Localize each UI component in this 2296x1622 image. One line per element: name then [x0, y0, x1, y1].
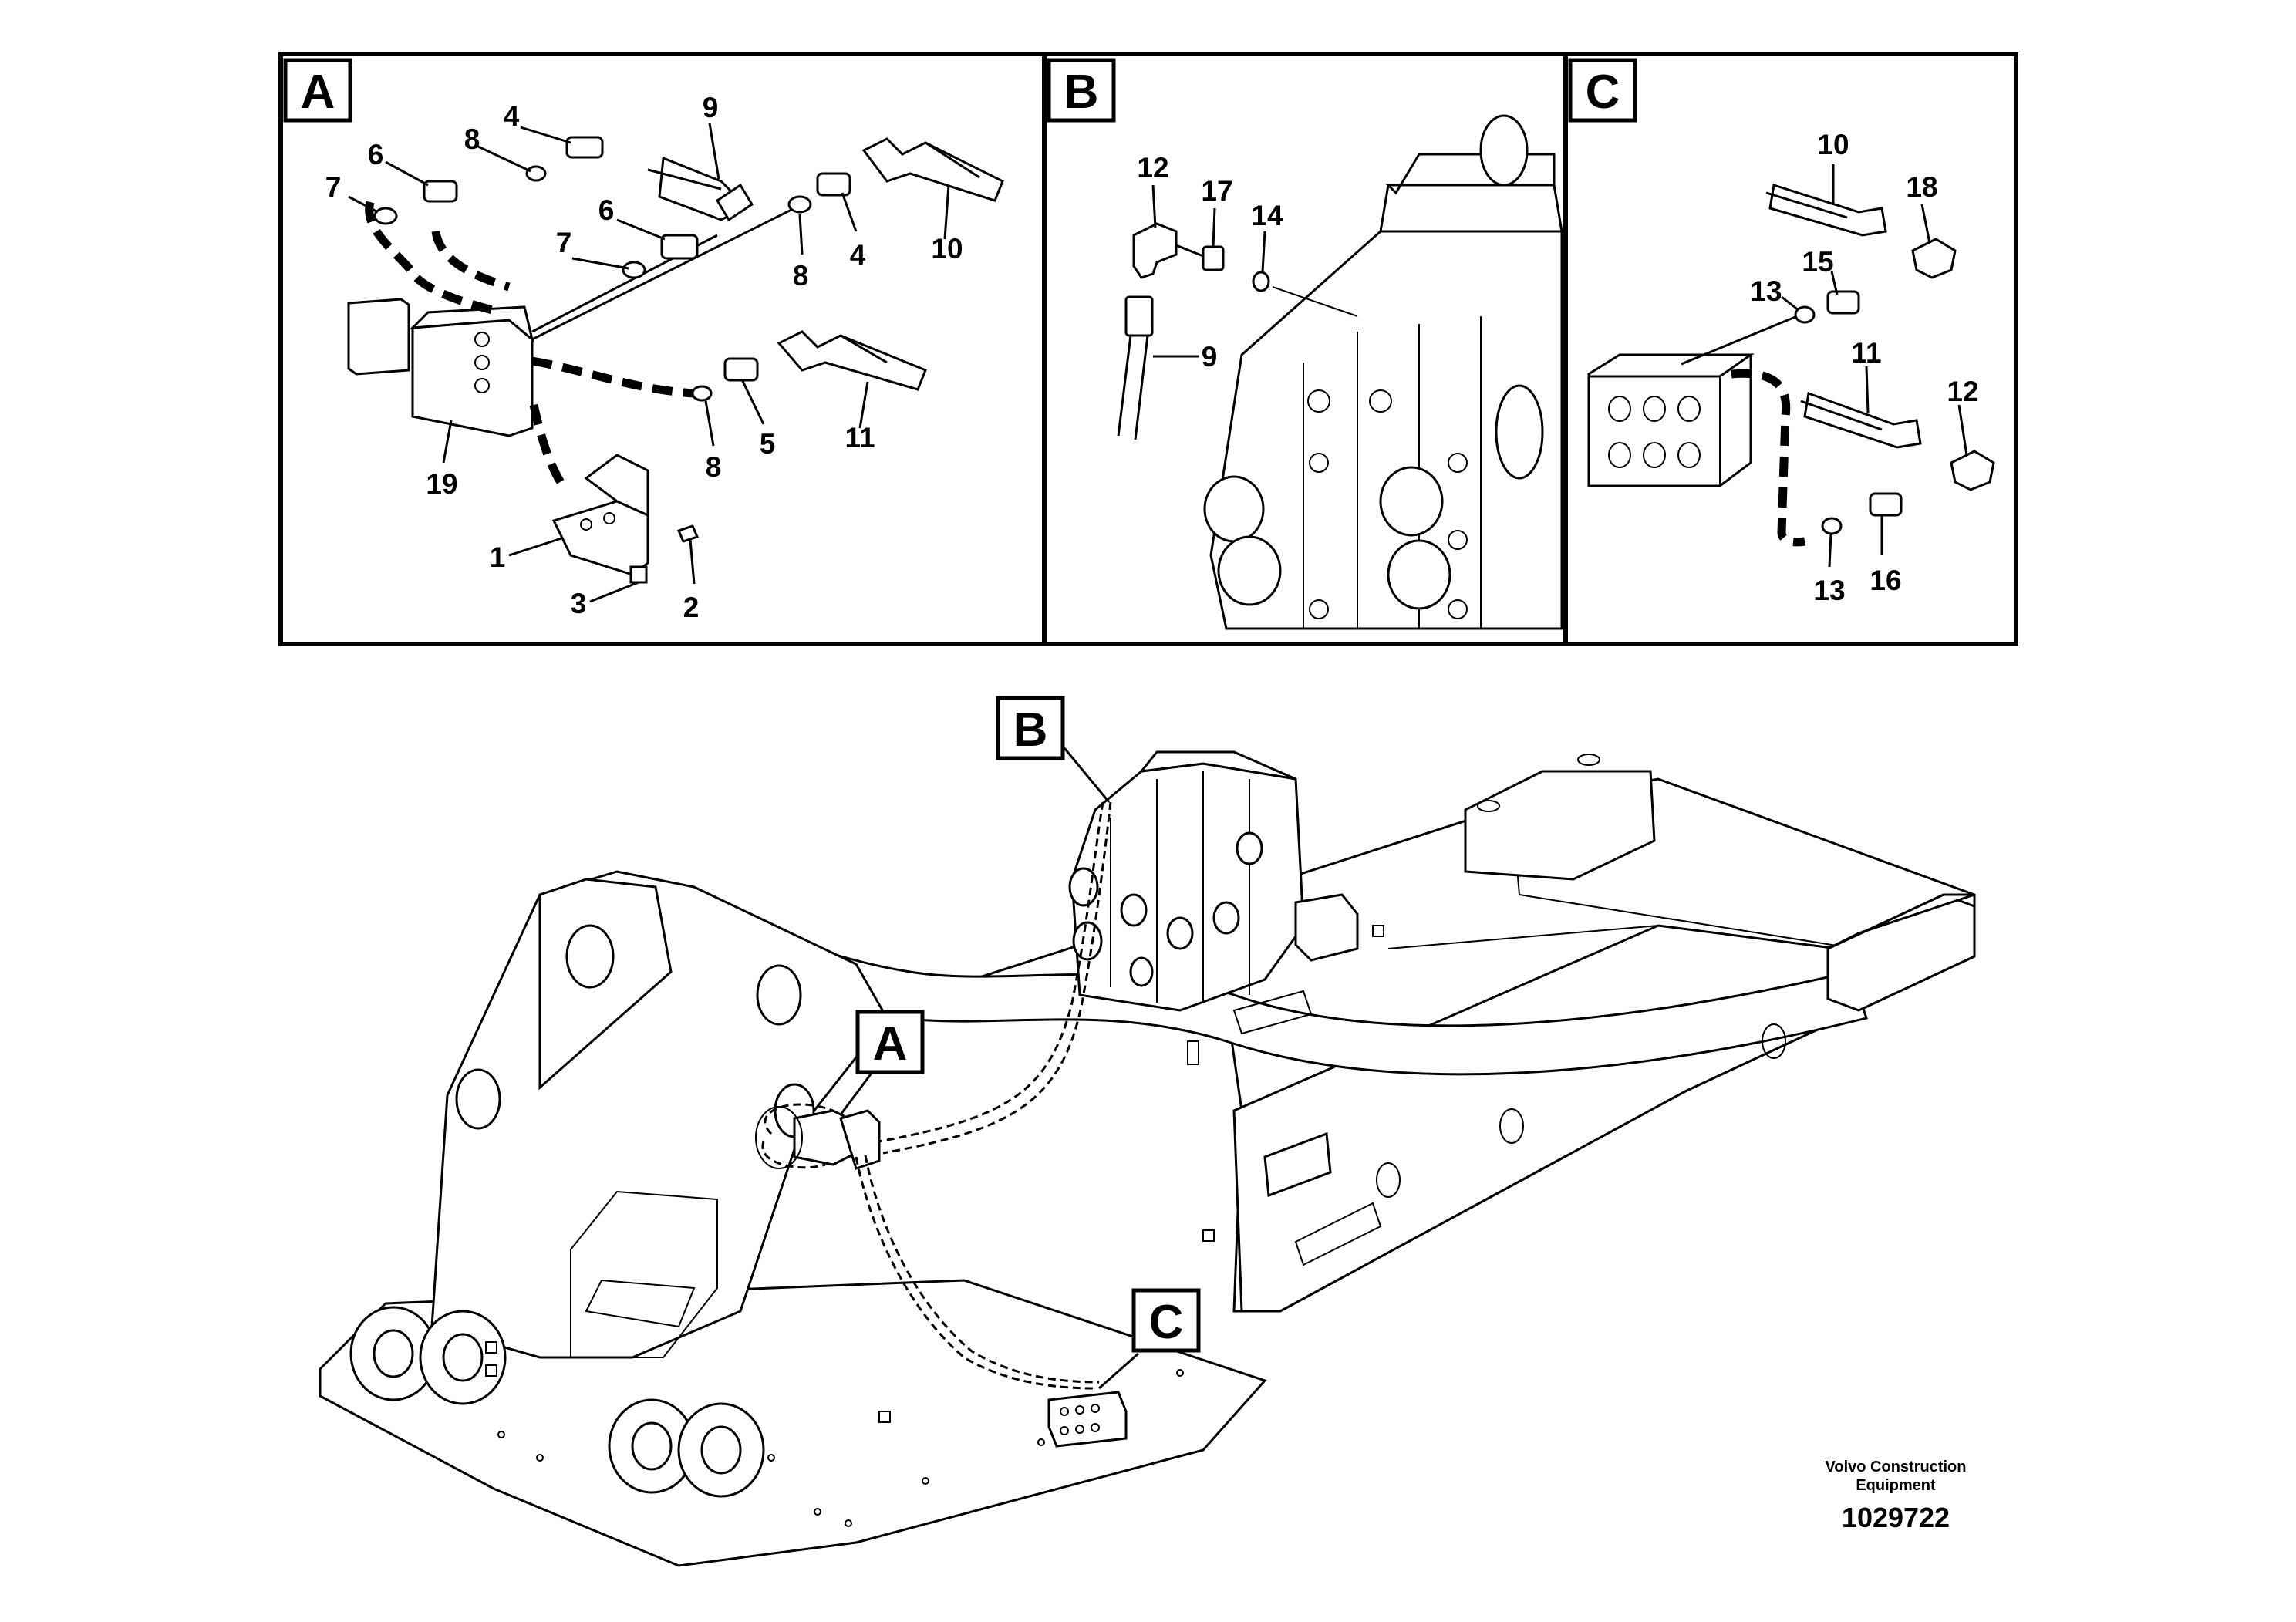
callout-10: 10	[931, 233, 963, 265]
callout-17: 17	[1201, 175, 1232, 207]
callout-4: 4	[504, 100, 520, 132]
overview-control-valve	[1068, 750, 1359, 1012]
panel-b-callouts: 12 17 14 9	[1137, 152, 1283, 373]
overview-tag-b: B	[1013, 703, 1048, 757]
callout-18: 18	[1906, 171, 1937, 203]
callout-8: 8	[464, 123, 480, 155]
valve-block-19	[347, 298, 534, 437]
panel-a-callouts: 7 6 8 4 7 6 9 8 4 10 19 8 5 11 1 2 3	[325, 92, 963, 623]
callout-13: 13	[1750, 275, 1782, 307]
callout-1: 1	[490, 541, 506, 573]
overview-tag-c-box	[1131, 1288, 1201, 1353]
callout-15: 15	[1802, 246, 1833, 278]
overview-tag-c: C	[1149, 1296, 1184, 1349]
fittings-panel-a	[373, 136, 851, 402]
overview-hoses	[761, 801, 1112, 1390]
credit-line-2: Equipment	[1856, 1477, 1936, 1494]
hoses-panel-a	[647, 137, 1004, 391]
panel-c-leaders	[1781, 164, 1968, 568]
callout-5: 5	[760, 428, 776, 460]
panel-b-leaders	[1151, 184, 1266, 358]
callout-9: 9	[1202, 341, 1218, 373]
distribution-block	[1587, 353, 1755, 487]
panel-c-callouts: 10 18 15 13 11 12 13 16	[1750, 129, 1978, 606]
callout-8: 8	[706, 451, 722, 483]
callout-7: 7	[325, 171, 342, 203]
credit-line-1: Volvo Construction	[1826, 1458, 1967, 1475]
callout-14: 14	[1251, 200, 1283, 231]
panel-c-tag: C	[1586, 66, 1620, 119]
bolt-2	[676, 524, 700, 543]
overview-tag-a-box	[855, 1010, 925, 1074]
panel-a-leaders	[348, 123, 950, 603]
overview-tag-a: A	[873, 1017, 908, 1071]
overview-distribution-block-c	[1047, 1391, 1128, 1448]
panel-c-tag-box	[1568, 58, 1637, 123]
callout-19: 19	[426, 468, 457, 500]
panel-b-tag: B	[1064, 66, 1099, 119]
callout-6: 6	[368, 139, 384, 170]
overview-tags: B A C	[839, 696, 1201, 1390]
panel-b-tag-box	[1047, 58, 1116, 123]
callout-13: 13	[1813, 575, 1845, 606]
callout-6: 6	[598, 194, 615, 226]
bracket-1	[551, 454, 649, 576]
document-number: 1029722	[1842, 1502, 1950, 1533]
callout-7: 7	[556, 227, 572, 258]
callout-10: 10	[1817, 129, 1849, 160]
control-valve-block	[1203, 114, 1563, 630]
elbow-hose-panel-b	[1117, 222, 1358, 440]
callout-16: 16	[1870, 565, 1901, 596]
callout-12: 12	[1947, 376, 1978, 407]
fittings-panel-c	[1765, 184, 1995, 535]
callout-3: 3	[571, 588, 587, 619]
overview-tag-b-box	[996, 696, 1065, 760]
panel-c: C	[1563, 52, 2018, 646]
callout-12: 12	[1137, 152, 1168, 184]
callout-2: 2	[683, 592, 700, 623]
callout-9: 9	[703, 92, 719, 123]
panel-a-tag-box	[283, 58, 352, 123]
overview-valve-block-a	[755, 1106, 881, 1170]
callout-11: 11	[1851, 337, 1881, 369]
bolt-3	[629, 565, 648, 584]
overview-frame	[319, 754, 1976, 1567]
panel-a-tag: A	[301, 66, 335, 119]
callout-4: 4	[850, 239, 866, 271]
callout-8: 8	[793, 260, 809, 292]
panel-b: B	[1042, 52, 1568, 646]
footer: Volvo Construction Equipment 1029722	[1826, 1458, 1967, 1533]
callout-11: 11	[845, 422, 875, 454]
panel-a: A	[278, 52, 1047, 646]
